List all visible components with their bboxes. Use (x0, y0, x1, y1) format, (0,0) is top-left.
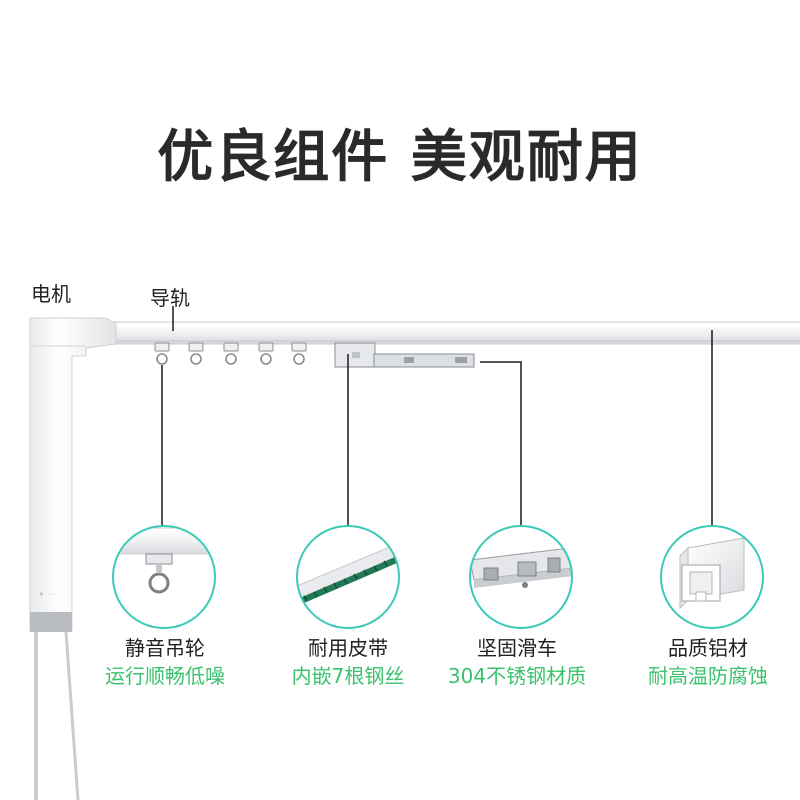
trolley-assembly (334, 342, 475, 368)
rail-label: 导轨 (150, 286, 190, 310)
svg-text:✦ ···: ✦ ··· (38, 590, 55, 599)
headline: 优良组件 美观耐用 (157, 125, 643, 190)
motor-unit: ✦ ··· (29, 317, 117, 800)
feature-title: 静音吊轮 (125, 636, 205, 660)
belt-icon (296, 525, 400, 629)
pulley-hook-icon (112, 525, 216, 629)
feature-trolley: 坚固滑车 304不锈钢材质 (432, 636, 602, 688)
hook-runners (154, 342, 307, 365)
feature-pulley: 静音吊轮 运行顺畅低噪 (80, 636, 250, 688)
feature-title: 坚固滑车 (477, 636, 557, 660)
feature-belt: 耐用皮带 内嵌7根钢丝 (263, 636, 433, 688)
feature-subtitle: 耐高温防腐蚀 (648, 664, 768, 688)
feature-aluminum: 品质铝材 耐高温防腐蚀 (623, 636, 793, 688)
callout-line-trolley (480, 361, 522, 526)
feature-subtitle: 304不锈钢材质 (447, 664, 587, 688)
feature-subtitle: 运行顺畅低噪 (105, 664, 225, 688)
callout-lines (161, 330, 713, 526)
aluminum-profile-icon (660, 525, 764, 629)
feature-title: 耐用皮带 (308, 636, 388, 660)
feature-title: 品质铝材 (668, 636, 748, 660)
motor-label: 电机 (31, 282, 71, 306)
trolley-icon (469, 525, 573, 629)
feature-subtitle: 内嵌7根钢丝 (291, 664, 405, 688)
rail-track (103, 321, 800, 345)
